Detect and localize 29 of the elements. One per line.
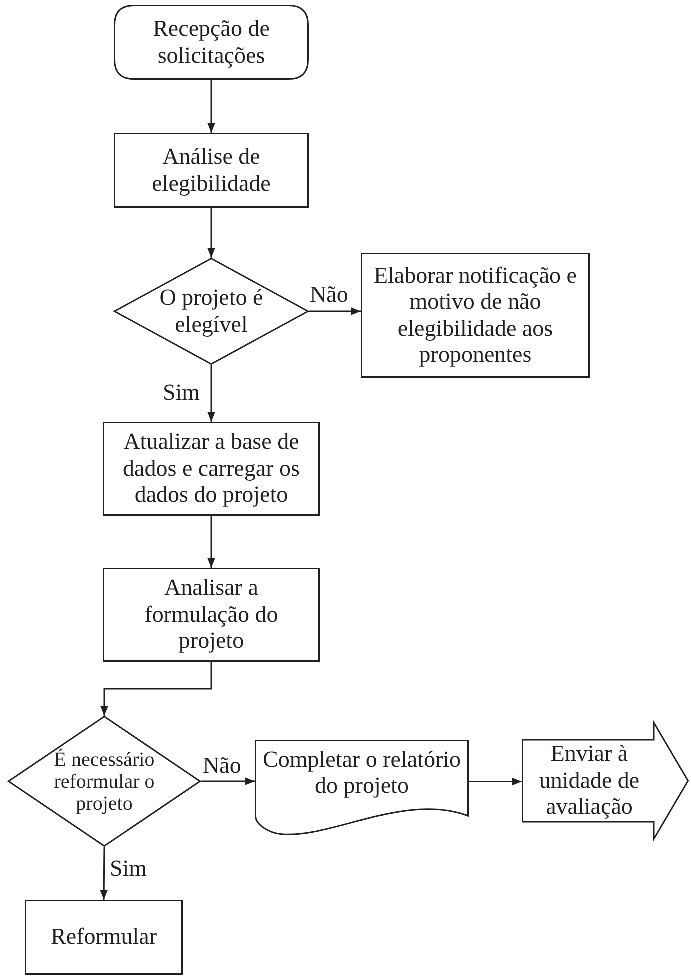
process-box — [25, 900, 183, 975]
arrow — [208, 80, 216, 133]
node-text: O projeto é elegível — [158, 285, 264, 338]
arrow — [100, 847, 108, 900]
arrow — [309, 308, 361, 316]
arrow — [201, 778, 255, 786]
arrow — [208, 516, 216, 568]
decision-diamond — [114, 258, 309, 365]
process-box — [103, 568, 320, 662]
node-text: Reformular — [50, 924, 157, 951]
node-text: Atualizar a base de dados e carregar os dados do projeto — [122, 429, 301, 509]
document-shape — [255, 740, 469, 835]
node-text: Análise de elegibilidade — [151, 144, 272, 197]
arrow — [100, 662, 212, 716]
node-text: Enviar à unidade de avaliação — [538, 741, 641, 821]
decision-diamond — [8, 716, 201, 847]
node-text: Elaborar notificação e motivo de não elegibilidade aos proponentes — [372, 262, 578, 368]
process-box — [361, 253, 590, 378]
node-text: Recepção de solicitações — [152, 16, 271, 69]
process-box — [114, 133, 309, 208]
node-text: É necessário reformular o projeto — [54, 748, 155, 814]
arrow-shaped-box — [522, 722, 689, 840]
start-terminal — [114, 5, 309, 80]
arrow — [208, 365, 216, 422]
arrow — [208, 208, 216, 258]
process-box — [103, 422, 320, 516]
node-text: Completar o relatório do projeto — [262, 746, 462, 800]
node-text: Analisar a formulação do projeto — [144, 575, 280, 655]
arrow — [469, 778, 522, 786]
